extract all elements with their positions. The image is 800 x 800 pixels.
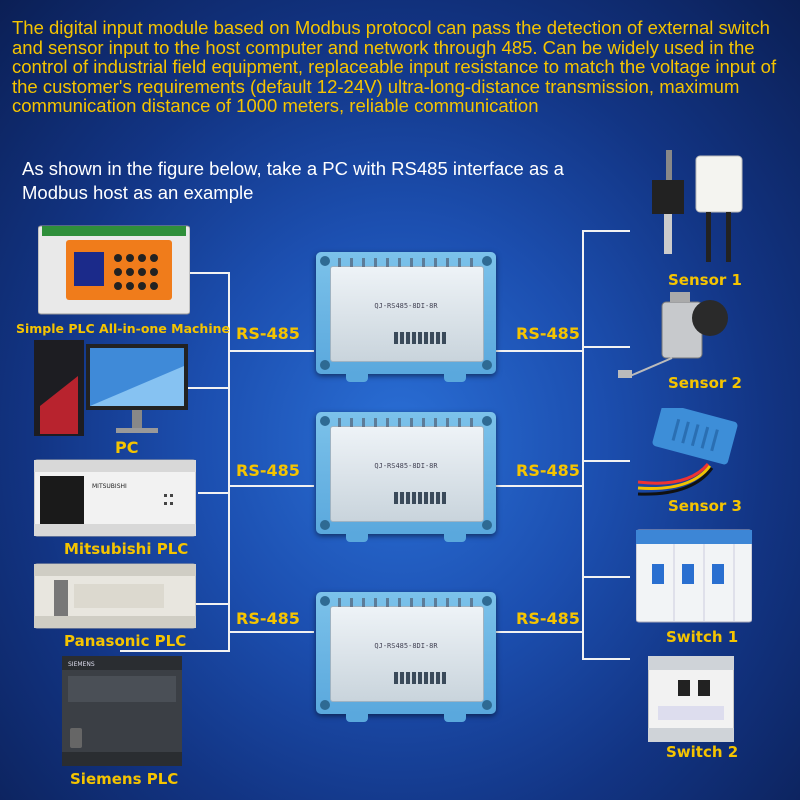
io-module-1: QJ-RS485-8DI-8R	[316, 252, 496, 382]
breaker-switch-icon	[636, 529, 752, 623]
right-branch-2	[582, 346, 630, 348]
intro-text: The digital input module based on Modbus…	[12, 17, 777, 116]
rs485-label-left-3: RS-485	[236, 609, 300, 628]
io-module-3: QJ-RS485-8DI-8R	[316, 592, 496, 722]
device-label-mitsubishi: Mitsubishi PLC	[64, 540, 189, 558]
left-to-module-3	[228, 631, 314, 633]
rs485-label-right-3: RS-485	[516, 609, 580, 628]
right-branch-3	[582, 460, 630, 462]
device-label-sensor-1: Sensor 1	[668, 271, 742, 289]
dip-switch-icon	[394, 672, 446, 684]
device-label-siemens: Siemens PLC	[70, 770, 179, 788]
breaker-switch-icon	[648, 656, 734, 742]
plc-hmi-icon	[38, 225, 190, 315]
left-to-module-2	[228, 485, 314, 487]
draw-wire-sensor-icon	[618, 292, 728, 378]
device-label-switch-1: Switch 1	[666, 628, 739, 646]
device-label-simple-plc: Simple PLC All-in-one Machine	[16, 321, 230, 336]
desktop-pc-icon	[34, 340, 188, 436]
left-branch-2	[188, 387, 230, 389]
mitsubishi-plc-icon: MITSUBISHI	[34, 459, 196, 537]
device-label-switch-2: Switch 2	[666, 743, 739, 761]
left-branch-3	[198, 492, 230, 494]
siemens-plc-icon: SIEMENS	[62, 656, 182, 766]
dip-switch-icon	[394, 332, 446, 344]
right-branch-4	[582, 576, 630, 578]
rs485-label-right-2: RS-485	[516, 461, 580, 480]
svg-text:MITSUBISHI: MITSUBISHI	[92, 483, 127, 490]
right-to-module-2	[496, 485, 584, 487]
dip-switch-icon	[394, 492, 446, 504]
example-caption: As shown in the figure below, take a PC …	[22, 158, 564, 203]
device-label-pc: PC	[115, 438, 139, 457]
linear-sensor-icon	[652, 150, 743, 262]
module-model-label: QJ-RS485-8DI-8R	[374, 462, 438, 470]
svg-text:SIEMENS: SIEMENS	[68, 661, 95, 668]
device-label-sensor-3: Sensor 3	[668, 497, 742, 515]
rs485-label-left-1: RS-485	[236, 324, 300, 343]
right-branch-1	[582, 230, 630, 232]
left-branch-5	[120, 650, 230, 652]
io-module-2: QJ-RS485-8DI-8R	[316, 412, 496, 542]
left-branch-4	[188, 603, 230, 605]
humidity-sensor-icon	[637, 408, 738, 496]
left-branch-1	[188, 272, 230, 274]
rs485-label-left-2: RS-485	[236, 461, 300, 480]
module-model-label: QJ-RS485-8DI-8R	[374, 642, 438, 650]
device-label-sensor-2: Sensor 2	[668, 374, 742, 392]
device-label-panasonic: Panasonic PLC	[64, 632, 187, 650]
right-to-module-1	[496, 350, 584, 352]
left-to-module-1	[228, 350, 314, 352]
right-bus-vertical	[582, 230, 584, 658]
rs485-label-right-1: RS-485	[516, 324, 580, 343]
right-to-module-3	[496, 631, 584, 633]
module-model-label: QJ-RS485-8DI-8R	[374, 302, 438, 310]
panasonic-plc-icon	[34, 563, 196, 629]
left-bus-vertical	[228, 272, 230, 652]
right-branch-5	[582, 658, 630, 660]
